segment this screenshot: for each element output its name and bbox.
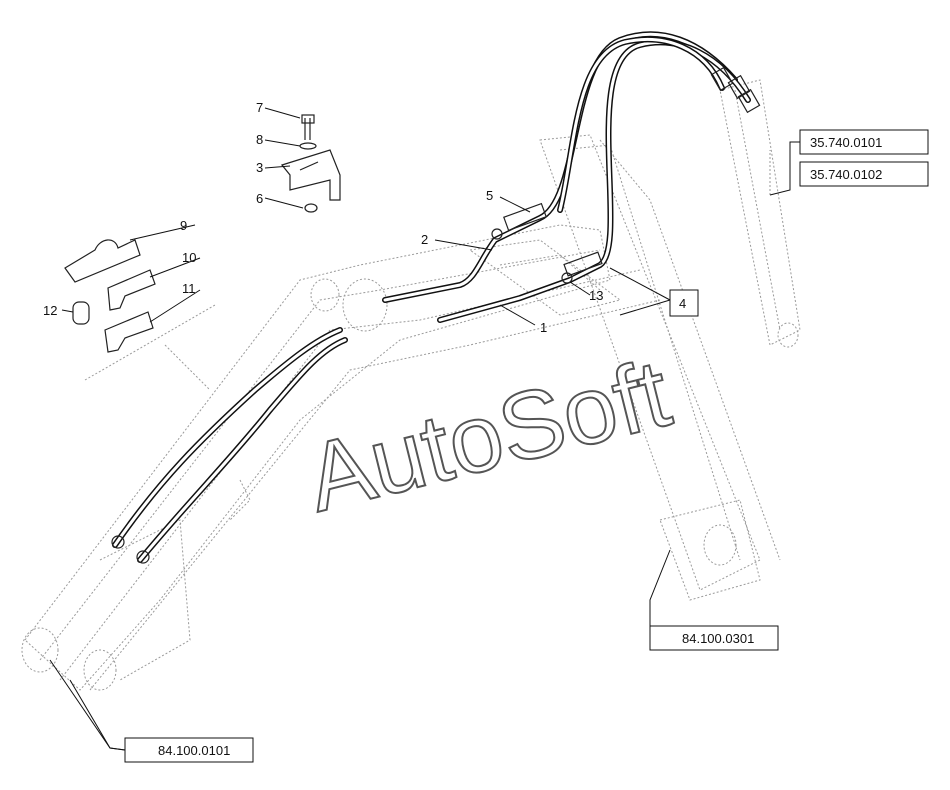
ref-84-100-0301: 84.100.0301 bbox=[682, 631, 754, 646]
callout-4: 4 bbox=[679, 296, 686, 311]
callout-10: 10 bbox=[182, 250, 196, 265]
callout-3: 3 bbox=[256, 160, 263, 175]
callout-2: 2 bbox=[421, 232, 428, 247]
reference-boxes: 35.740.0101 35.740.0102 84.100.0301 84.1… bbox=[124, 129, 929, 763]
hose-fittings bbox=[111, 66, 761, 564]
callout-13: 13 bbox=[589, 288, 603, 303]
callout-12: 12 bbox=[43, 303, 57, 318]
callout-4-box bbox=[669, 289, 699, 317]
ref-84-100-0101: 84.100.0101 bbox=[158, 743, 230, 758]
callout-labels: 7 8 3 6 9 10 11 12 5 2 1 13 4 bbox=[43, 100, 699, 335]
callout-11: 11 bbox=[182, 281, 196, 296]
ref-35-740-0101: 35.740.0101 bbox=[810, 135, 882, 150]
callout-1: 1 bbox=[540, 320, 547, 335]
callout-6: 6 bbox=[256, 191, 263, 206]
cylinder-outline bbox=[719, 79, 801, 348]
watermark: AutoSoft bbox=[297, 340, 680, 533]
callout-5: 5 bbox=[486, 188, 493, 203]
ref-35-740-0102: 35.740.0102 bbox=[810, 167, 882, 182]
clamp-parts bbox=[64, 114, 341, 391]
callout-7: 7 bbox=[256, 100, 263, 115]
callout-9: 9 bbox=[180, 218, 187, 233]
leader-lines bbox=[49, 107, 800, 751]
callout-8: 8 bbox=[256, 132, 263, 147]
hose-lines bbox=[112, 31, 751, 563]
